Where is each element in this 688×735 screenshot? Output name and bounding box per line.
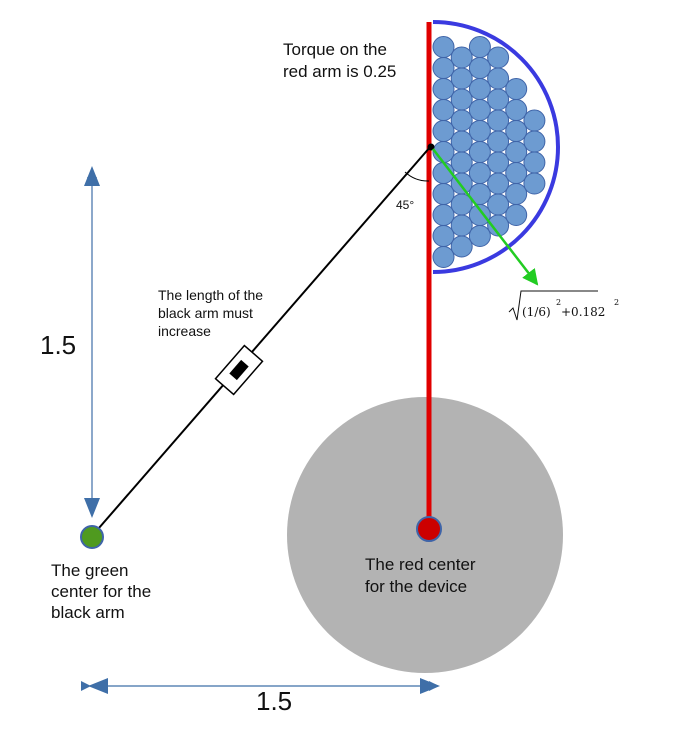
red-center (416, 516, 442, 542)
ball (487, 109, 510, 132)
ball (450, 130, 473, 153)
ball (450, 214, 473, 237)
ball (505, 204, 528, 226)
ball-cluster (432, 36, 546, 268)
moment-formula: (1/6) 2 +0.182 2 (508, 290, 619, 321)
ball (468, 162, 491, 184)
ball (432, 225, 455, 247)
ball (468, 36, 491, 58)
ball (505, 120, 528, 142)
vertical-arrow-head-bottom (84, 498, 100, 518)
ball (432, 36, 455, 58)
torque-label-line1: Torque on the (283, 40, 387, 59)
ball (432, 120, 455, 142)
arm-note-line2: black arm must (158, 305, 253, 321)
moment-vector (432, 148, 539, 286)
ball (487, 193, 510, 216)
ball (432, 78, 455, 100)
ball (468, 99, 491, 121)
formula-exp1: 2 (556, 298, 561, 307)
ball (450, 235, 473, 258)
ball (468, 225, 491, 247)
angle-label: 45° (396, 198, 414, 212)
horizontal-arrow-head-left (88, 678, 108, 694)
ball (487, 67, 510, 90)
ball (450, 88, 473, 111)
angle-arc (404, 171, 430, 182)
vertical-dimension-label: 1.5 (40, 330, 76, 360)
green-center-label-line3: black arm (51, 603, 125, 622)
ball (523, 130, 546, 153)
ball (450, 46, 473, 69)
ball (432, 246, 455, 268)
arm-note-line1: The length of the (158, 287, 263, 303)
green-center (80, 525, 104, 549)
ball (505, 141, 528, 163)
horizontal-arrow-head-right (420, 678, 440, 694)
ball (487, 172, 510, 195)
green-center-label-line1: The green (51, 561, 129, 580)
formula-inner: (1/6) (522, 305, 551, 319)
ball (432, 204, 455, 226)
ball (523, 151, 546, 174)
torque-label-line2: red arm is 0.25 (283, 62, 396, 81)
ball (505, 162, 528, 184)
arm-note-line3: increase (158, 323, 211, 339)
ball (487, 88, 510, 111)
formula-exp2: 2 (614, 298, 619, 307)
ball (432, 183, 455, 205)
ball (468, 204, 491, 226)
ball (505, 183, 528, 205)
horizontal-dimension-label: 1.5 (256, 686, 292, 716)
ball-container (432, 20, 560, 274)
ball (487, 130, 510, 153)
ball (523, 172, 546, 195)
ball (523, 109, 546, 132)
pivot-point (427, 143, 435, 151)
black-arm (91, 145, 432, 537)
ball (450, 109, 473, 132)
formula-plus: +0.182 (561, 305, 605, 319)
green-center-label-line2: center for the (51, 582, 151, 601)
ball (505, 78, 528, 100)
ball (450, 151, 473, 174)
ball (487, 151, 510, 174)
ball (468, 120, 491, 142)
vertical-arrow-head-top (84, 166, 100, 186)
ball (487, 214, 510, 237)
ball (450, 67, 473, 90)
ball (487, 46, 510, 69)
ball (468, 57, 491, 79)
ball (432, 99, 455, 121)
red-center-label-line1: The red center (365, 555, 476, 574)
ball (505, 99, 528, 121)
ball (432, 57, 455, 79)
red-center-label-line2: for the device (365, 577, 467, 596)
extension-slider (214, 344, 264, 396)
ball (468, 141, 491, 163)
ball (468, 78, 491, 100)
